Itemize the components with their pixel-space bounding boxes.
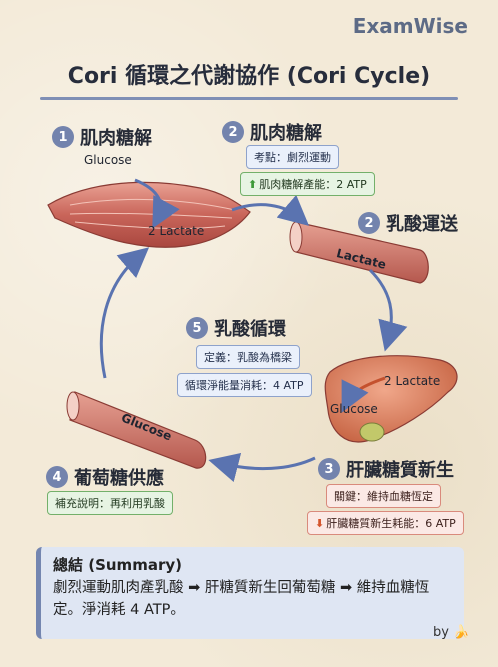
definition-tag: 定義：乳酸為橋梁 bbox=[196, 345, 300, 369]
vessel-glucose-illustration bbox=[66, 391, 207, 469]
glucose-to-lactate-arrow bbox=[134, 178, 180, 229]
step-number: 3 bbox=[318, 458, 340, 480]
muscle-glucose-label: Glucose bbox=[84, 153, 132, 167]
liver-glucose-label: Glucose bbox=[330, 402, 378, 416]
step-4: 4 葡萄糖供應 bbox=[46, 464, 164, 490]
byline: by 🍌 bbox=[433, 625, 469, 640]
step-number: 2 bbox=[222, 121, 244, 143]
liver-illustration bbox=[324, 355, 458, 443]
step-number: 2 bbox=[358, 212, 380, 234]
exam-point-tag: 考點：劇烈運動 bbox=[246, 145, 339, 169]
summary-box: 總結 (Summary) 劇烈運動肌肉產乳酸 ➡ 肝糖質新生回葡萄糖 ➡ 維持血… bbox=[36, 547, 464, 639]
step-number: 5 bbox=[186, 317, 208, 339]
summary-body: 劇烈運動肌肉產乳酸 ➡ 肝糖質新生回葡萄糖 ➡ 維持血糖恆定。淨消耗 4 ATP… bbox=[53, 580, 430, 618]
step-2-transport: 2 乳酸運送 bbox=[358, 210, 458, 236]
step-title: 肌肉糖解 bbox=[250, 123, 322, 144]
page-title: Cori 循環之代謝協作 (Cori Cycle) bbox=[67, 64, 431, 89]
net-energy-tag: 循環淨能量消耗：4 ATP bbox=[177, 373, 312, 397]
liver-to-vessel-arrow bbox=[208, 452, 316, 483]
liver-lactate-label: 2 Lactate bbox=[384, 374, 441, 388]
supplement-tag: 補充說明：再利用乳酸 bbox=[47, 491, 173, 515]
vessel-to-liver-arrow bbox=[368, 268, 408, 352]
step-title: 肌肉糖解 bbox=[80, 128, 152, 149]
step-number: 1 bbox=[52, 126, 74, 148]
up-arrow-icon: ⬆ bbox=[248, 178, 258, 191]
muscle-lactate-label: 2 Lactate bbox=[148, 224, 205, 238]
step-3: 3 肝臟糖質新生 bbox=[318, 456, 454, 482]
muscle-illustration bbox=[47, 181, 251, 248]
key-point-tag: 關鍵：維持血糖恆定 bbox=[326, 484, 441, 508]
lactate-to-glucose-arrow bbox=[341, 376, 386, 413]
step-5: 5 乳酸循環 bbox=[186, 315, 286, 341]
summary-title: 總結 (Summary) bbox=[53, 556, 182, 574]
step-1: 1 肌肉糖解 bbox=[52, 124, 152, 150]
atp-yield-tag: ⬆肌肉糖解產能：2 ATP bbox=[240, 172, 375, 196]
step-title: 葡萄糖供應 bbox=[74, 468, 164, 489]
vessel-lactate-illustration bbox=[289, 221, 429, 284]
title-divider bbox=[40, 97, 458, 100]
vessel-to-muscle-arrow bbox=[99, 247, 150, 379]
step-title: 肝臟糖質新生 bbox=[346, 460, 454, 481]
banana-icon: 🍌 bbox=[453, 625, 470, 640]
muscle-to-vessel-arrow bbox=[231, 194, 310, 226]
step-number: 4 bbox=[46, 466, 68, 488]
step-2-glycolysis: 2 肌肉糖解 bbox=[222, 119, 322, 145]
down-arrow-icon: ⬇ bbox=[315, 517, 325, 530]
brand-logo: ExamWise bbox=[352, 14, 468, 38]
atp-cost-tag: ⬇肝臟糖質新生耗能：6 ATP bbox=[307, 511, 464, 535]
step-title: 乳酸運送 bbox=[386, 214, 458, 235]
step-title: 乳酸循環 bbox=[214, 319, 286, 340]
byline-text: by bbox=[433, 625, 449, 640]
